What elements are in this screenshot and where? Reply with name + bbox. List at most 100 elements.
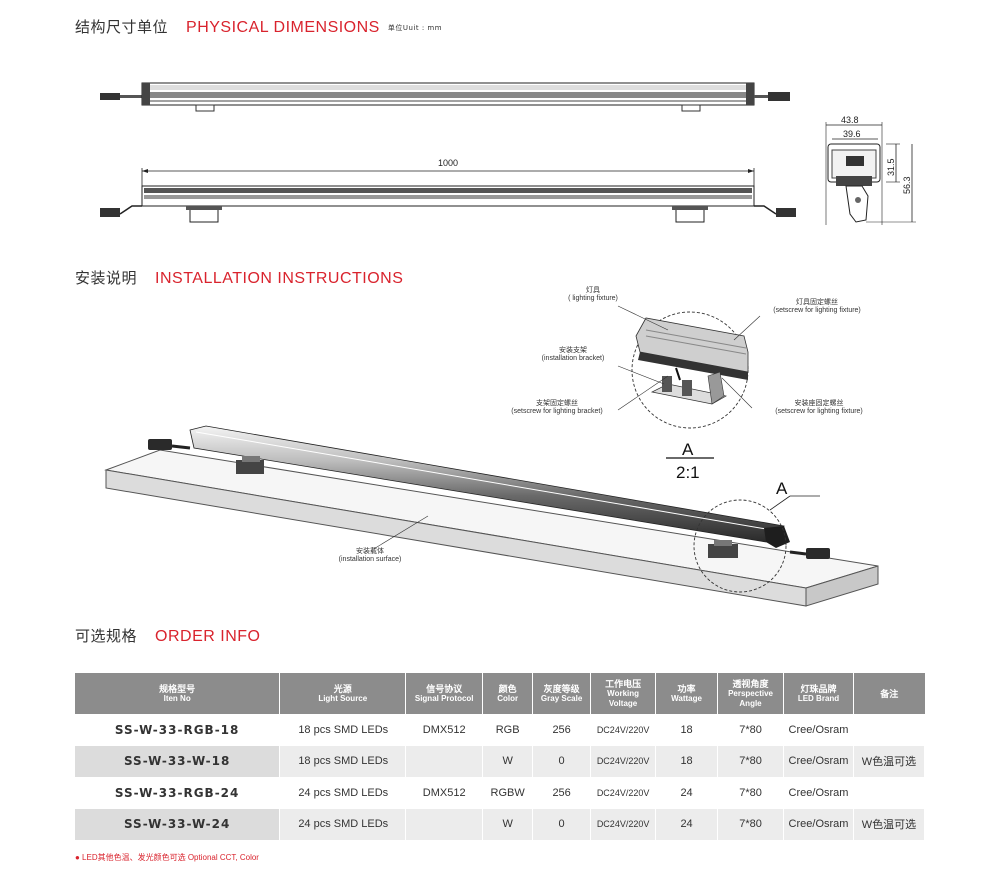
scale-label-ratio: 2:1 bbox=[676, 463, 700, 482]
cell-voltage: DC24V/220V bbox=[590, 777, 657, 809]
header-label-en: Iten No bbox=[163, 693, 191, 703]
cell-model: SS-W-33-RGB-18 bbox=[75, 714, 281, 746]
installation-title-cn: 安装说明 bbox=[75, 269, 138, 287]
order-title: 可选规格 ORDER INFO bbox=[75, 625, 260, 646]
header-label-cn: 透视角度 bbox=[732, 678, 769, 689]
cell-brand: Cree/Osram bbox=[783, 714, 854, 746]
cell-watt: 24 bbox=[655, 808, 719, 840]
header-label-en: Color bbox=[497, 693, 519, 703]
cell-remark bbox=[853, 714, 925, 746]
cell-gray: 256 bbox=[532, 777, 592, 809]
cell-remark: W色温可选 bbox=[853, 745, 925, 777]
header-label-cn: 功率 bbox=[677, 683, 696, 694]
cross-section-view bbox=[825, 122, 916, 225]
cell-voltage: DC24V/220V bbox=[590, 808, 657, 840]
header-label-cn: 光源 bbox=[333, 683, 352, 694]
height-total-dimension: 56.3 bbox=[902, 176, 912, 194]
header-label-en: Wattage bbox=[671, 693, 702, 703]
label-base-screw: 安装座固定螺丝 (setscrew for lighting fixture) bbox=[775, 400, 863, 415]
header-label-cn: 工作电压 bbox=[605, 678, 642, 689]
cell-watt: 18 bbox=[655, 745, 719, 777]
width-inner-dimension: 39.6 bbox=[843, 129, 861, 139]
label-fixture: 灯具 ( lighting fixture) bbox=[568, 287, 618, 302]
cell-protocol bbox=[405, 808, 484, 840]
cell-source: 24 pcs SMD LEDs bbox=[279, 777, 407, 809]
installation-title-en: INSTALLATION INSTRUCTIONS bbox=[155, 270, 404, 287]
header-label-cn: 灯珠品牌 bbox=[800, 683, 837, 694]
label-bracket-screw: 支架固定螺丝 (setscrew for lighting bracket) bbox=[511, 400, 603, 415]
length-dimension: 1000 bbox=[438, 158, 458, 168]
installation-title: 安装说明 INSTALLATION INSTRUCTIONS bbox=[75, 267, 403, 288]
scale-label-a: A bbox=[682, 440, 694, 459]
header-label-en: Gray Scale bbox=[540, 693, 583, 703]
cell-brand: Cree/Osram bbox=[783, 777, 854, 809]
fixture-top-view bbox=[100, 82, 790, 112]
cell-gray: 0 bbox=[532, 745, 592, 777]
cell-angle: 7*80 bbox=[717, 808, 785, 840]
detail-enlargement bbox=[631, 311, 749, 429]
table-header-cell: 备注 bbox=[853, 673, 925, 714]
detail-marker-a: A bbox=[776, 479, 788, 498]
dimensions-title-en: PHYSICAL DIMENSIONS bbox=[186, 19, 380, 36]
dimensions-title-cn: 结构尺寸单位 bbox=[75, 18, 169, 36]
cell-angle: 7*80 bbox=[717, 714, 785, 746]
cell-protocol bbox=[405, 745, 484, 777]
cell-voltage: DC24V/220V bbox=[590, 745, 657, 777]
cell-color: RGBW bbox=[482, 777, 534, 809]
header-label-en: LED Brand bbox=[797, 693, 840, 703]
unit-label: 单位Uuit : mm bbox=[387, 24, 443, 32]
cell-watt: 24 bbox=[655, 777, 719, 809]
cell-angle: 7*80 bbox=[717, 745, 785, 777]
order-note: ● LED其他色温、发光颜色可选 Optional CCT, Color bbox=[75, 853, 259, 862]
cell-voltage: DC24V/220V bbox=[590, 714, 657, 746]
cell-protocol: DMX512 bbox=[405, 714, 484, 746]
cell-protocol: DMX512 bbox=[405, 777, 484, 809]
cell-angle: 7*80 bbox=[717, 777, 785, 809]
cell-color: RGB bbox=[482, 714, 534, 746]
cell-source: 18 pcs SMD LEDs bbox=[279, 714, 407, 746]
header-label-en: Light Source bbox=[318, 693, 368, 703]
cell-gray: 0 bbox=[532, 808, 592, 840]
cell-remark: W色温可选 bbox=[853, 808, 925, 840]
cell-source: 18 pcs SMD LEDs bbox=[279, 745, 407, 777]
header-label-en: Signal Protocol bbox=[414, 693, 474, 703]
label-bracket: 安装支架 (installation bracket) bbox=[541, 347, 605, 362]
cell-source: 24 pcs SMD LEDs bbox=[279, 808, 407, 840]
header-label-cn: 信号协议 bbox=[426, 683, 463, 694]
cell-model: SS-W-33-W-18 bbox=[75, 745, 281, 777]
cell-gray: 256 bbox=[532, 714, 592, 746]
header-label-cn: 备注 bbox=[880, 688, 899, 699]
cell-remark bbox=[853, 777, 925, 809]
header-label-cn: 灰度等级 bbox=[543, 683, 580, 694]
cell-model: SS-W-33-W-24 bbox=[75, 808, 281, 840]
width-outer-dimension: 43.8 bbox=[841, 115, 859, 125]
order-title-en: ORDER INFO bbox=[155, 628, 261, 645]
installation-surface bbox=[104, 449, 879, 607]
header-label-cn: 颜色 bbox=[498, 683, 517, 694]
order-title-cn: 可选规格 bbox=[75, 627, 138, 645]
height-body-dimension: 31.5 bbox=[886, 158, 896, 176]
cell-watt: 18 bbox=[655, 714, 719, 746]
label-surface: 安装载体 (installation surface) bbox=[338, 548, 402, 563]
dimensions-title: 结构尺寸单位 PHYSICAL DIMENSIONS 单位Uuit : mm bbox=[75, 16, 442, 37]
cell-color: W bbox=[482, 745, 534, 777]
cell-model: SS-W-33-RGB-24 bbox=[75, 777, 281, 809]
label-fixture-screw: 灯具固定螺丝 (setscrew for lighting fixture) bbox=[773, 299, 861, 314]
detail-circle-a bbox=[693, 495, 820, 593]
